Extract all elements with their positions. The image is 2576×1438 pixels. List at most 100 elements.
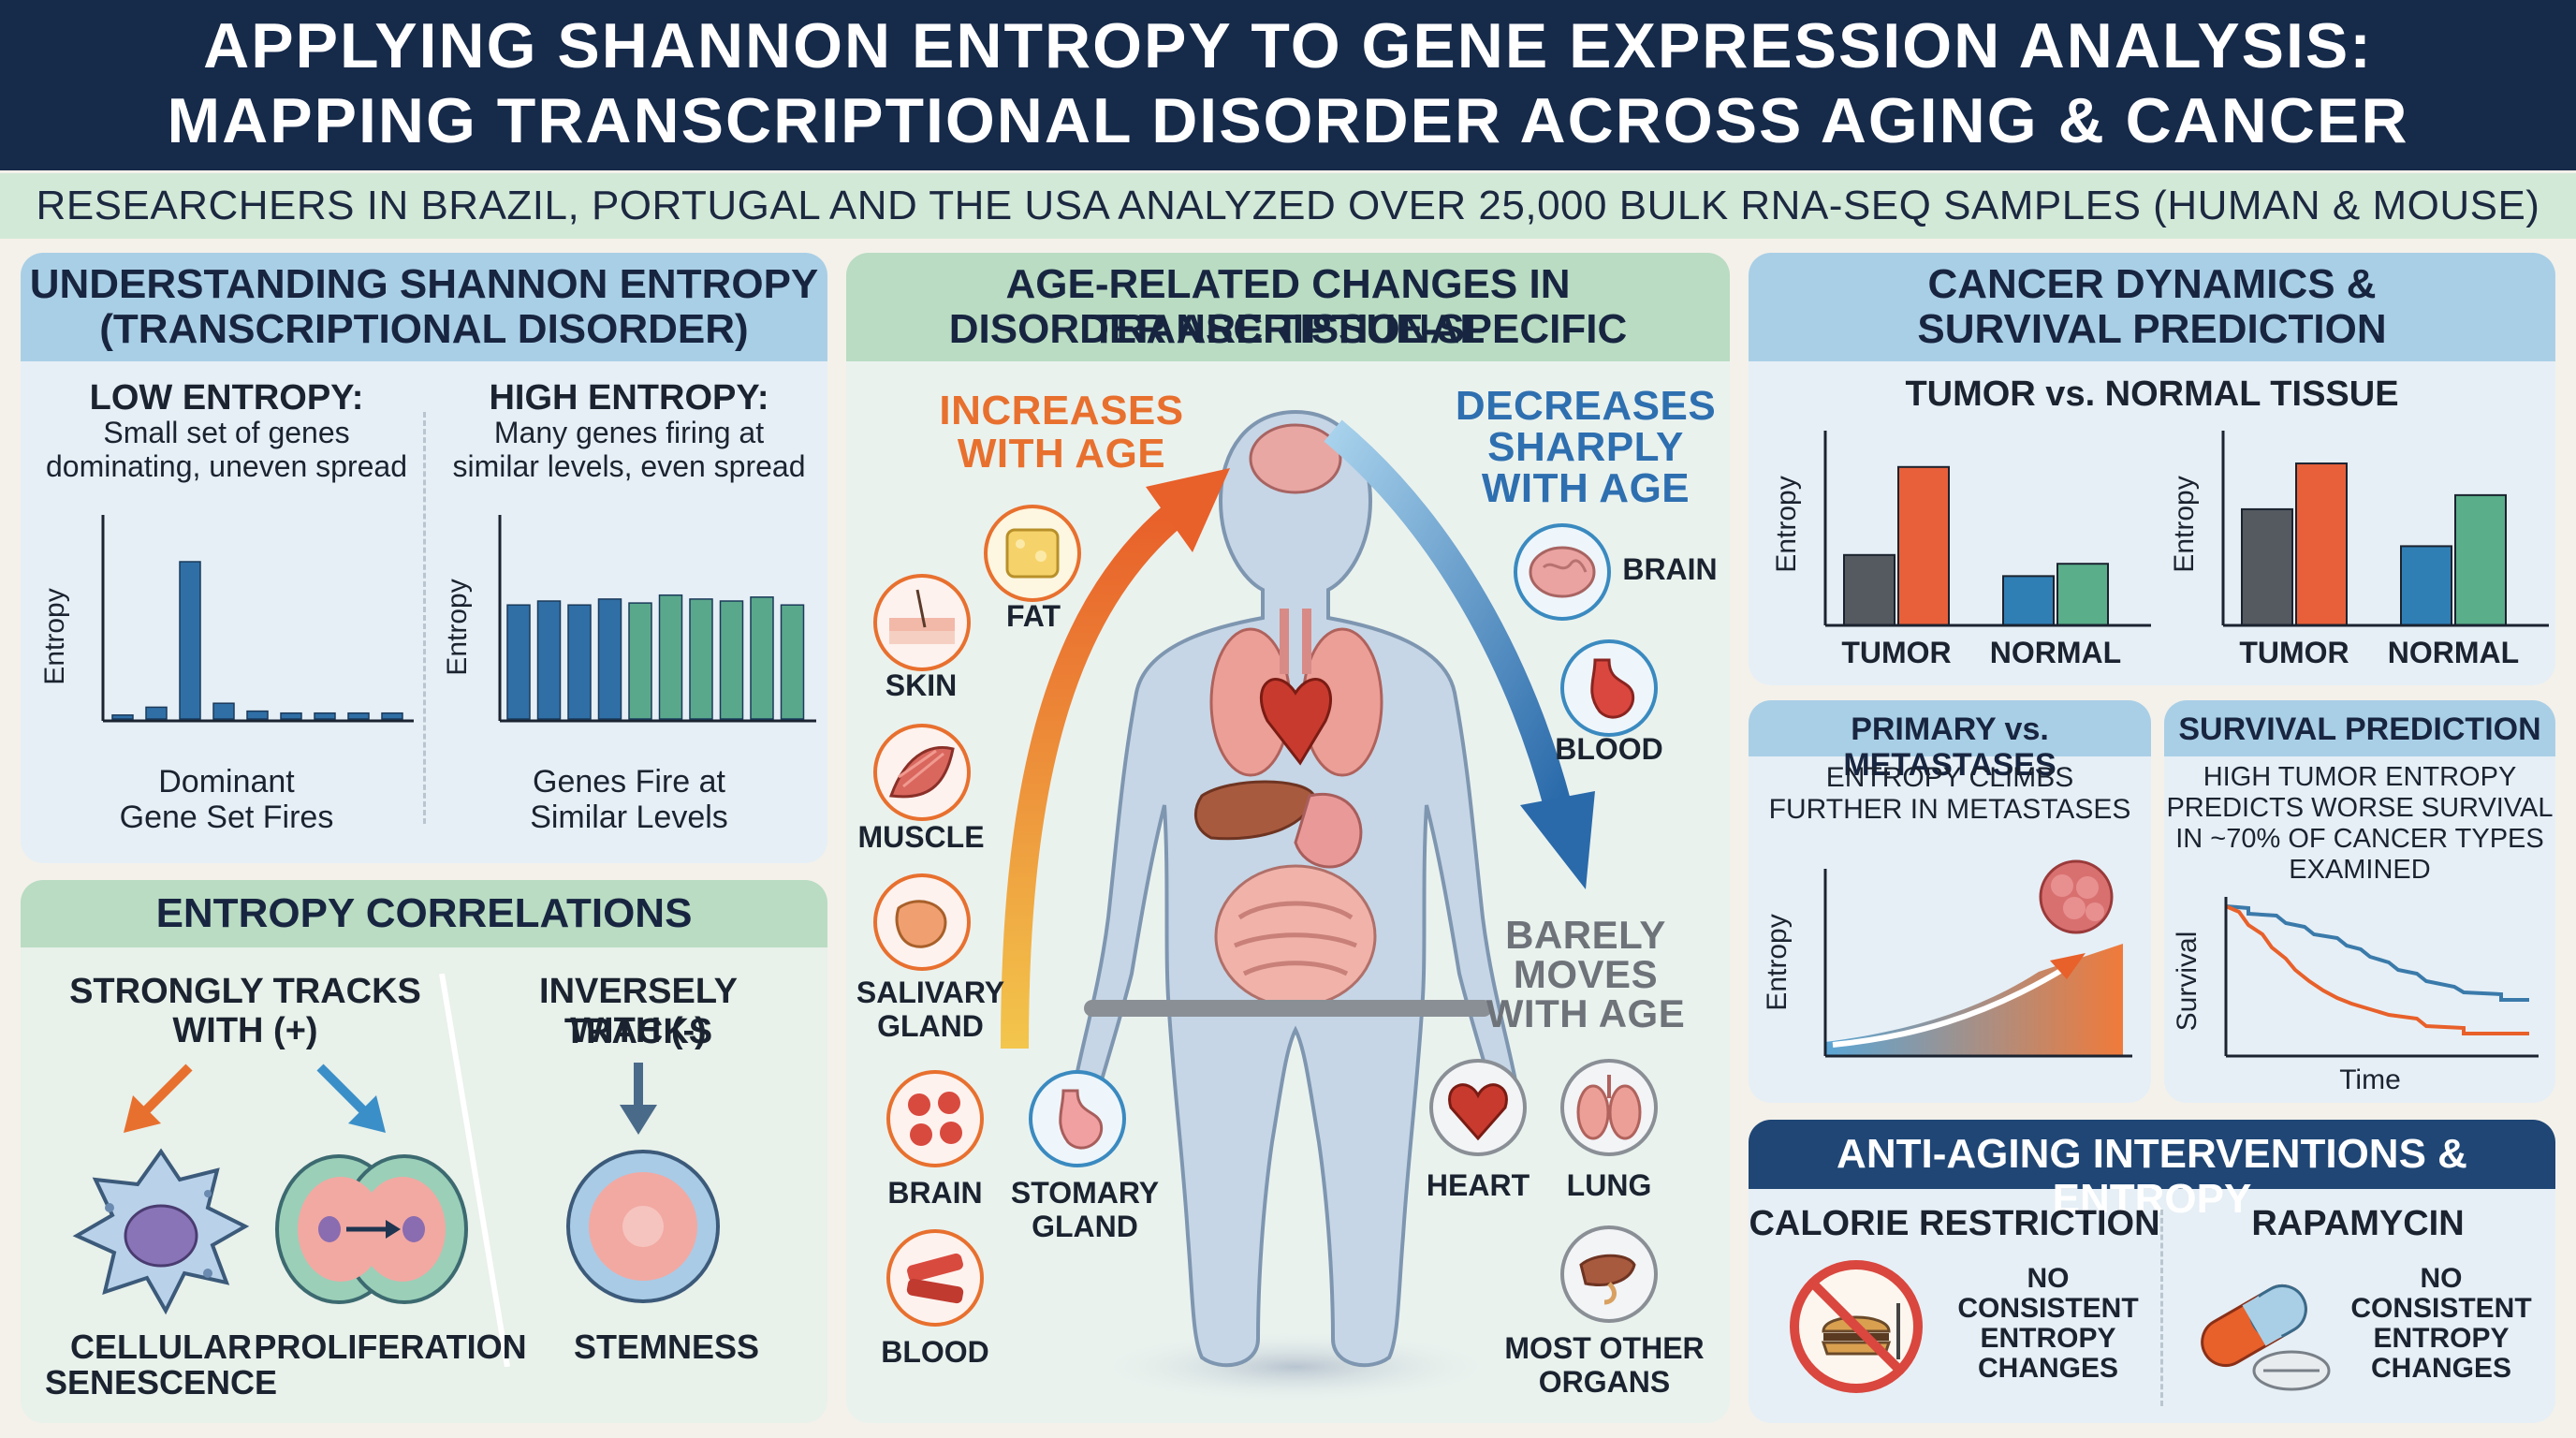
- age-header: AGE-RELATED CHANGES IN TRANSCRIPTIONAL D…: [846, 253, 1730, 361]
- survival-xlabel: Time: [2339, 1064, 2401, 1095]
- senescence-label-1: CELLULAR: [70, 1328, 252, 1366]
- salivary-label-2: GLAND: [877, 1009, 984, 1043]
- flat-bar: [1084, 1000, 1492, 1017]
- salivary-label-1: SALIVARY: [856, 976, 1005, 1009]
- shannon-header-line-1: UNDERSTANDING SHANNON ENTROPY: [29, 261, 819, 307]
- dividing-cell-icon: [275, 1154, 468, 1304]
- anti-aging-panel: ANTI-AGING INTERVENTIONS & ENTROPY CALOR…: [1749, 1120, 2555, 1423]
- rapamycin-nochange-3: ENTROPY: [2373, 1323, 2510, 1354]
- tumor-normal-bar: [2454, 493, 2507, 626]
- pill-icon: [2201, 1284, 2331, 1391]
- muscle-label: MUSCLE: [857, 820, 985, 854]
- high-entropy-title: HIGH ENTROPY:: [489, 378, 769, 418]
- heart-label: HEART: [1426, 1168, 1530, 1202]
- cancer-header: CANCER DYNAMICS & SURVIVAL PREDICTION: [1749, 253, 2555, 361]
- survival-desc-1: HIGH TUMOR ENTROPY: [2203, 762, 2517, 792]
- tumor-normal-bar: [2295, 462, 2348, 627]
- high-entropy-desc-2: similar levels, even spread: [452, 449, 806, 483]
- survival-panel: SURVIVAL PREDICTION HIGH TUMOR ENTROPY P…: [2164, 700, 2555, 1103]
- tumor-normal-bar: [1843, 553, 1895, 626]
- tumor-normal-bar: [1897, 465, 1950, 626]
- tumor-normal-bar: [2002, 575, 2055, 626]
- decreases-label-3: WITH AGE: [1481, 465, 1690, 511]
- senescent-cell-icon: [72, 1148, 250, 1315]
- low-entropy-desc-1: Small set of genes: [103, 416, 350, 449]
- calorie-nochange-2: CONSISTENT: [1957, 1293, 2139, 1324]
- cancer-header-line-2: SURVIVAL PREDICTION: [1917, 306, 2387, 352]
- high-entropy-bar: [719, 600, 744, 720]
- metastases-desc-1: ENTROPY CLIMBS: [1825, 762, 2074, 793]
- rapamycin-nochange-4: CHANGES: [2370, 1353, 2511, 1384]
- tumor-normal-bar: [2056, 563, 2109, 626]
- title-banner: APPLYING SHANNON ENTROPY TO GENE EXPRESS…: [0, 0, 2576, 170]
- correlations-header-text: ENTROPY CORRELATIONS: [155, 890, 693, 936]
- high-entropy-desc-1: Many genes firing at: [493, 416, 765, 449]
- cancer-header-line-1: CANCER DYNAMICS &: [1927, 261, 2377, 307]
- title-line-2: MAPPING TRANSCRIPTIONAL DISORDER ACROSS …: [167, 85, 2409, 156]
- other-organs-label-1: MOST OTHER: [1504, 1331, 1705, 1365]
- survival-desc-2: PREDICTS WORSE SURVIVAL: [2166, 793, 2554, 823]
- stomary-gland-icon: [1029, 1070, 1126, 1167]
- low-entropy-desc-2: dominating, uneven spread: [45, 449, 408, 483]
- low-entropy-bar: [111, 714, 134, 720]
- blood-inc-icon: [886, 1229, 984, 1327]
- entropy-correlations-panel: ENTROPY CORRELATIONS STRONGLY TRACKS WIT…: [21, 880, 827, 1423]
- high-entropy-bar: [628, 602, 652, 720]
- calorie-nochange-3: ENTROPY: [1980, 1323, 2116, 1354]
- tumor-normal-category-label: TUMOR: [2239, 636, 2349, 669]
- proliferation-arrow-icon: [316, 1064, 386, 1133]
- metastases-panel: PRIMARY vs. METASTASES ENTROPY CLIMBS FU…: [1749, 700, 2151, 1103]
- lung-icon: [1560, 1059, 1658, 1156]
- tumor-normal-bar: [2241, 507, 2293, 626]
- barely-label-3: WITH AGE: [1486, 991, 1686, 1035]
- strong-tracks-title-1: STRONGLY TRACKS: [69, 972, 421, 1011]
- metastases-header: PRIMARY vs. METASTASES: [1749, 700, 2151, 783]
- decreases-label-2: SHARPLY: [1487, 424, 1684, 470]
- proliferation-label: PROLIFERATION: [254, 1328, 527, 1366]
- metastases-axis-label: Entropy: [1762, 914, 1793, 1010]
- high-entropy-chart: Entropy: [442, 515, 816, 723]
- brain-dec-label: BRAIN: [1622, 552, 1718, 586]
- tumor-normal-title: TUMOR vs. NORMAL TISSUE: [1905, 374, 2399, 414]
- calorie-restriction-title: CALORIE RESTRICTION: [1749, 1204, 2160, 1243]
- skin-icon: [873, 574, 971, 671]
- tumor-normal-ylabel: Entropy: [2169, 476, 2200, 572]
- stem-cell-icon: [566, 1150, 720, 1303]
- blood-inc-label: BLOOD: [881, 1335, 989, 1369]
- tumor-normal-category-label: TUMOR: [1841, 636, 1951, 669]
- metastases-desc-2: FURTHER IN METASTASES: [1768, 794, 2131, 825]
- survival-ylabel: Survival: [2174, 932, 2203, 1032]
- low-entropy-axis-label: Entropy: [39, 588, 70, 684]
- salivary-gland-icon: [873, 873, 971, 971]
- muscle-icon: [873, 724, 971, 821]
- increases-label-1: INCREASES: [939, 388, 1184, 433]
- low-entropy-bar: [212, 702, 235, 720]
- metastases-area: [1825, 944, 2123, 1056]
- stomary-label-2: GLAND: [1032, 1210, 1138, 1243]
- metastases-arrow-icon: [2050, 953, 2086, 979]
- rapamycin-nochange-1: NO: [2420, 1263, 2463, 1294]
- decreases-label-1: DECREASES: [1455, 383, 1717, 429]
- high-entropy-axis-label: Entropy: [442, 579, 473, 675]
- high-entropy-bar: [780, 604, 805, 720]
- low-entropy-title: LOW ENTROPY:: [89, 378, 364, 418]
- low-entropy-bar: [314, 712, 336, 720]
- high-entropy-bar: [689, 598, 713, 720]
- tumor-cluster-icon: [2039, 859, 2114, 934]
- calorie-nochange-1: NO: [2027, 1263, 2070, 1294]
- title-line-1: APPLYING SHANNON ENTROPY TO GENE EXPRESS…: [203, 10, 2373, 81]
- calorie-nochange-4: CHANGES: [1977, 1353, 2118, 1384]
- survival-desc-4: EXAMINED: [2289, 855, 2431, 885]
- low-entropy-caption-2: Gene Set Fires: [119, 800, 334, 835]
- increases-label-2: WITH AGE: [957, 431, 1166, 477]
- lung-label: LUNG: [1566, 1168, 1652, 1202]
- skin-label: SKIN: [885, 668, 958, 702]
- high-entropy-bar: [567, 604, 592, 720]
- high-entropy-caption-1: Genes Fire at: [533, 764, 725, 800]
- age-changes-panel: AGE-RELATED CHANGES IN TRANSCRIPTIONAL D…: [846, 253, 1730, 1423]
- shannon-divider: [423, 412, 426, 824]
- high-entropy-bar: [750, 596, 774, 720]
- low-entropy-caption-1: Dominant: [158, 764, 295, 800]
- strong-tracks-title-2: WITH (+): [172, 1011, 318, 1050]
